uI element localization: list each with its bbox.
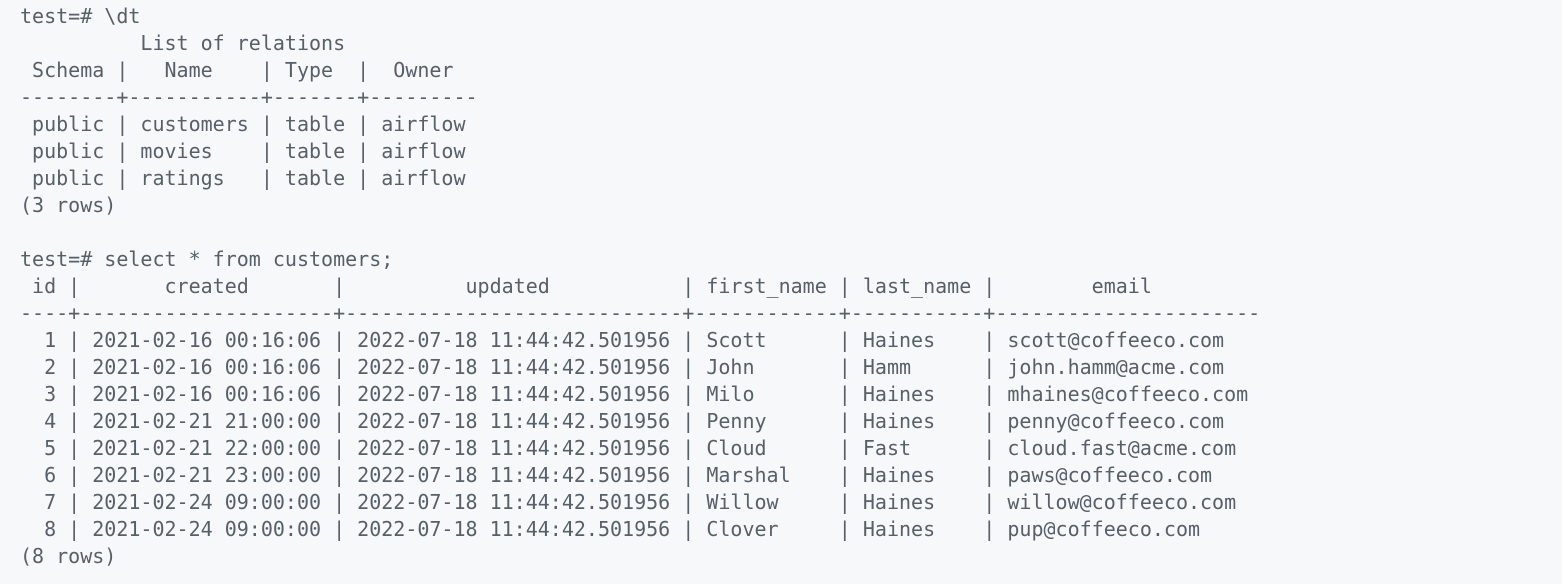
blank-line xyxy=(20,219,1552,246)
terminal-screen: test=# \dt List of relations Schema | Na… xyxy=(20,3,1552,570)
relations-title: List of relations xyxy=(20,31,346,55)
relations-row-customers: public | customers | table | airflow xyxy=(20,112,466,136)
customers-row-7: 7 | 2021-02-24 09:00:00 | 2022-07-18 11:… xyxy=(20,490,1237,514)
customers-row-8: 8 | 2021-02-24 09:00:00 | 2022-07-18 11:… xyxy=(20,517,1201,541)
relations-row-movies: public | movies | table | airflow xyxy=(20,139,466,163)
relations-row-ratings: public | ratings | table | airflow xyxy=(20,166,466,190)
customers-row-3: 3 | 2021-02-16 00:16:06 | 2022-07-18 11:… xyxy=(20,382,1249,406)
relations-row-count: (3 rows) xyxy=(20,193,117,217)
customers-row-5: 5 | 2021-02-21 22:00:00 | 2022-07-18 11:… xyxy=(20,436,1237,460)
relations-separator: --------+-----------+-------+--------- xyxy=(20,85,478,109)
psql-command-line-select: test=# select * from customers; xyxy=(20,247,394,271)
relations-header-row: Schema | Name | Type | Owner xyxy=(20,58,454,82)
customers-row-count: (8 rows) xyxy=(20,544,117,568)
customers-separator: ----+---------------------+-------------… xyxy=(20,301,1261,325)
customers-row-4: 4 | 2021-02-21 21:00:00 | 2022-07-18 11:… xyxy=(20,409,1225,433)
customers-row-2: 2 | 2021-02-16 00:16:06 | 2022-07-18 11:… xyxy=(20,355,1225,379)
customers-header-row: id | created | updated | first_name | la… xyxy=(20,274,1152,298)
customers-row-6: 6 | 2021-02-21 23:00:00 | 2022-07-18 11:… xyxy=(20,463,1213,487)
customers-row-1: 1 | 2021-02-16 00:16:06 | 2022-07-18 11:… xyxy=(20,328,1225,352)
psql-command-line-dt: test=# \dt xyxy=(20,4,141,28)
